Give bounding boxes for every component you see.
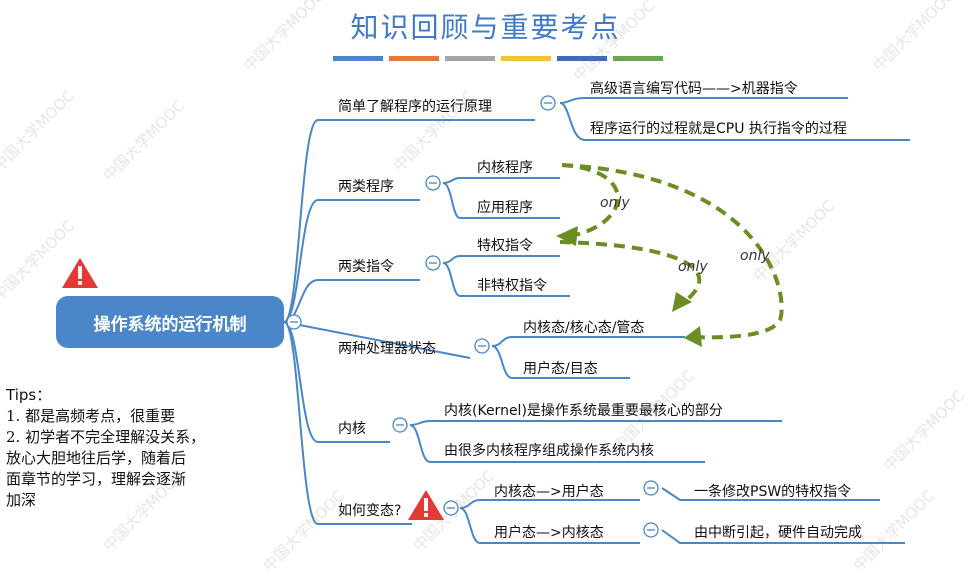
leaf-node[interactable]: 程序运行的过程就是CPU 执行指令的过程 (590, 121, 847, 137)
leaf-app-program[interactable]: 应用程序 (477, 200, 533, 216)
tips-box: Tips： 1. 都是高频考点，很重要 2. 初学者不完全理解没关系， 放心大胆… (6, 385, 205, 511)
warning-icon (408, 490, 444, 520)
color-bar (389, 56, 439, 61)
tips-line: 2. 初学者不完全理解没关系， (6, 428, 206, 446)
color-bar (445, 56, 495, 61)
mindmap-connectors (62, 95, 910, 544)
leaf-detail[interactable]: 由中断引起，硬件自动完成 (694, 525, 862, 541)
branch-kernel[interactable]: 内核 (338, 421, 366, 437)
leaf-node[interactable]: 高级语言编写代码——>机器指令 (590, 81, 798, 97)
leaf-privileged[interactable]: 特权指令 (477, 238, 533, 254)
leaf-detail[interactable]: 一条修改PSW的特权指令 (694, 484, 852, 500)
leaf-kernel-mode[interactable]: 内核态/核心态/管态 (523, 320, 645, 336)
tips-heading: Tips： (6, 386, 52, 404)
branch-processor-states[interactable]: 两种处理器状态 (338, 341, 436, 357)
color-bar (613, 56, 663, 61)
branch-programs[interactable]: 两类程序 (338, 179, 394, 195)
leaf-user-mode[interactable]: 用户态/目态 (523, 361, 598, 377)
color-bar (501, 56, 551, 61)
arrow-label-only: only (600, 195, 630, 211)
leaf-user-to-kernel[interactable]: 用户态—>内核态 (494, 525, 604, 541)
tips-line: 1. 都是高频考点，很重要 (6, 407, 176, 425)
warning-icon (62, 258, 98, 288)
branch-instructions[interactable]: 两类指令 (338, 259, 394, 275)
branch-principle[interactable]: 简单了解程序的运行原理 (338, 99, 492, 115)
color-bar (333, 56, 383, 61)
leaf-kernel-to-user[interactable]: 内核态—>用户态 (494, 484, 604, 500)
tips-line: 面章节的学习，理解会逐渐 (6, 470, 187, 488)
leaf-node[interactable]: 由很多内核程序组成操作系统内核 (444, 443, 654, 459)
tips-line: 加深 (6, 491, 37, 509)
root-node[interactable]: 操作系统的运行机制 (56, 296, 284, 348)
leaf-node[interactable]: 内核(Kernel)是操作系统最重要最核心的部分 (444, 403, 723, 419)
leaf-kernel-program[interactable]: 内核程序 (477, 160, 533, 176)
root-label: 操作系统的运行机制 (93, 314, 247, 335)
branch-mode-switch[interactable]: 如何变态? (338, 503, 402, 519)
leaf-non-privileged[interactable]: 非特权指令 (477, 278, 547, 294)
page-title: 知识回顾与重要考点 (350, 11, 621, 44)
arrow-label-only: only (740, 248, 770, 264)
arrow-label-only: only (678, 259, 708, 275)
color-bar (557, 56, 607, 61)
tips-line: 放心大胆地往后学，随着后 (6, 449, 187, 467)
